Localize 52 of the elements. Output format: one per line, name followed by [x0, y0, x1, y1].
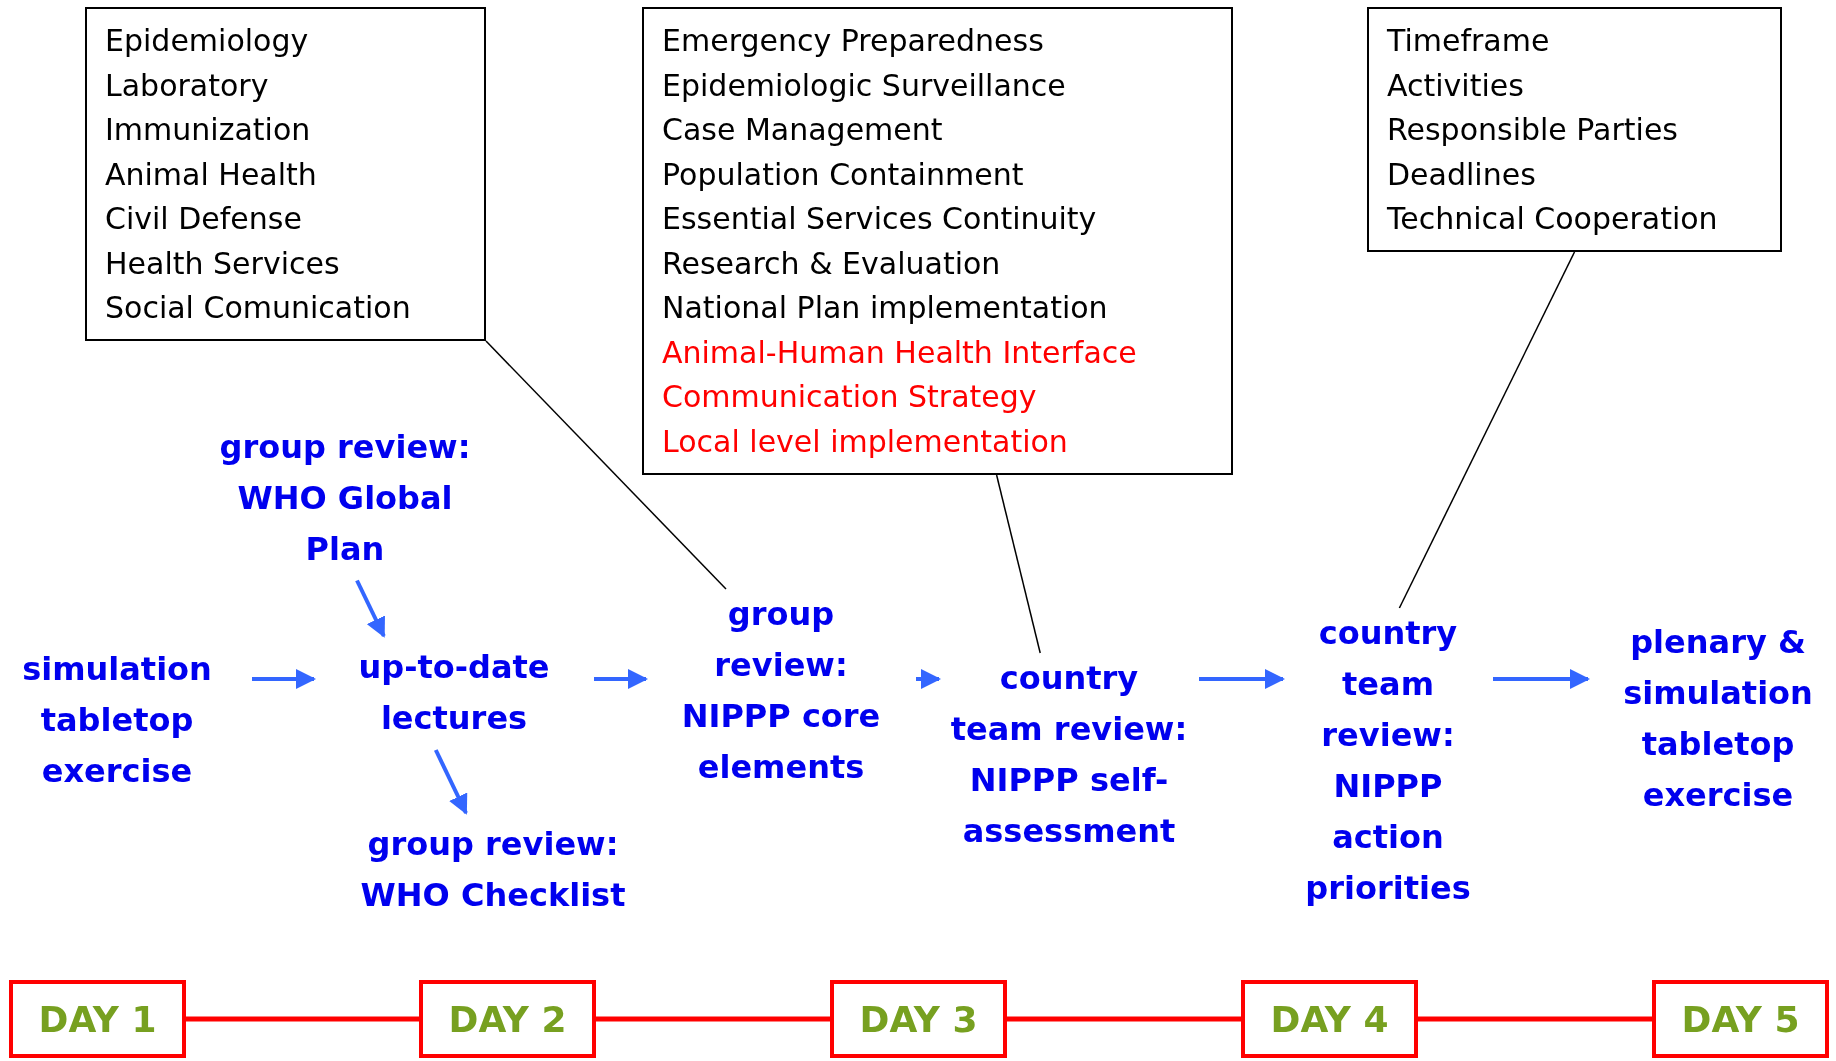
list-item: Timeframe [1387, 22, 1551, 60]
list-item: Laboratory [105, 66, 270, 105]
arrow [1493, 669, 1590, 689]
arrow [594, 669, 648, 689]
day-box: DAY 5 [1652, 980, 1829, 1058]
day-box: DAY 4 [1241, 980, 1418, 1058]
step-text: group review: WHO Checklist [343, 819, 643, 921]
list-item: National Plan implementation [662, 289, 1109, 327]
list-item: Health Services [105, 244, 341, 283]
topic-list-box [642, 7, 1233, 475]
connector-line [1418, 1016, 1652, 1022]
arrow [434, 749, 468, 815]
day-box: DAY 3 [830, 980, 1007, 1058]
list-item: Responsible Parties [1387, 111, 1679, 149]
list-item: Animal Health [105, 155, 318, 194]
list-item: Case Management [662, 111, 944, 149]
connector-line [186, 1016, 419, 1022]
list-item: Population Containment [662, 155, 1025, 194]
step-text: country team review: NIPPP self-assessment [949, 653, 1189, 857]
list-item: Animal-Human Health Interface [662, 333, 1138, 372]
day-box: DAY 2 [419, 980, 596, 1058]
list-item: Emergency Preparedness [662, 22, 1045, 60]
topic-list-box [85, 7, 486, 341]
list-item: Research & Evaluation [662, 244, 1002, 283]
connector-line [1007, 1016, 1241, 1022]
step-text: plenary & simulation tabletop exercise [1598, 617, 1836, 821]
list-item: Epidemiologic Surveillance [662, 66, 1067, 105]
list-item: Immunization [105, 111, 312, 149]
arrow [916, 669, 941, 689]
step-text: group review: WHO Global Plan [195, 421, 495, 575]
list-item: Civil Defense [105, 200, 303, 238]
step-text: country team review: NIPPP action priorities [1293, 608, 1483, 914]
topic-list-box [1367, 7, 1782, 252]
list-item: Deadlines [1387, 155, 1537, 194]
list-item: Local level implementation [662, 422, 1069, 461]
leader-line [485, 340, 727, 590]
step-text: simulation tabletop exercise [0, 643, 242, 797]
list-item: Activities [1387, 66, 1525, 105]
step-text: group review: NIPPP core elements [656, 589, 906, 793]
list-item: Technical Cooperation [1387, 200, 1719, 238]
connector-line [596, 1016, 830, 1022]
list-item: Essential Services Continuity [662, 200, 1098, 238]
step-text: up-to-date lectures [324, 642, 584, 744]
list-item: Communication Strategy [662, 378, 1038, 416]
leader-line [995, 474, 1041, 654]
arrow [252, 669, 316, 689]
list-item: Epidemiology [105, 22, 310, 60]
day-box: DAY 1 [9, 980, 186, 1058]
leader-line [1398, 251, 1576, 609]
arrow [1199, 669, 1285, 689]
list-item: Social Comunication [105, 289, 412, 327]
arrow [355, 579, 386, 638]
